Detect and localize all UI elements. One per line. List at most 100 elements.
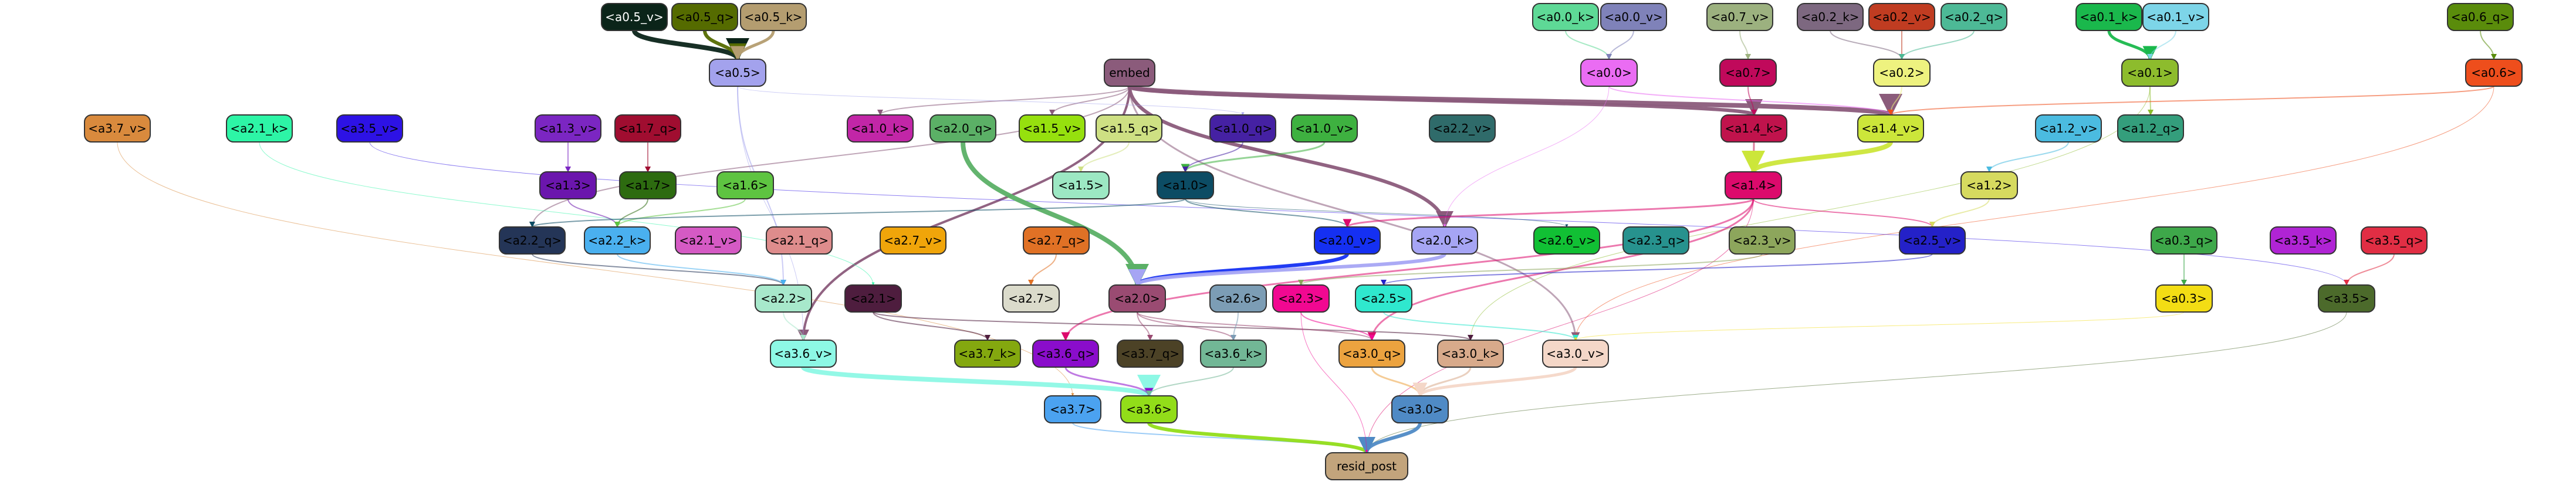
node-a1-0[interactable]: <a1.0> <box>1157 171 1214 199</box>
node-label: <a1.0_v> <box>1295 121 1353 135</box>
node-a1-5[interactable]: <a1.5> <box>1052 171 1110 199</box>
edge-a2_3_v-to-a2_3 <box>1298 253 1763 286</box>
node-a2-2[interactable]: <a2.2> <box>755 284 812 313</box>
node-box <box>499 226 566 255</box>
node-label: <a3.0_v> <box>1546 347 1604 361</box>
node-a2-5-v[interactable]: <a2.5_v> <box>1899 226 1966 255</box>
node-a1-0-k[interactable]: <a1.0_k> <box>847 114 914 143</box>
node-a0-1-k[interactable]: <a0.1_k> <box>2075 3 2142 31</box>
node-a0-0-v[interactable]: <a0.0_v> <box>1600 3 1667 31</box>
node-a0-5[interactable]: <a0.5> <box>709 59 766 87</box>
node-a2-6-v[interactable]: <a2.6_v> <box>1533 226 1600 255</box>
node-label: <a2.2_v> <box>1433 121 1491 135</box>
node-a3-7-k[interactable]: <a3.7_k> <box>954 340 1021 368</box>
node-a3-0-v[interactable]: <a3.0_v> <box>1542 340 1609 368</box>
node-a2-1-v[interactable]: <a2.1_v> <box>675 226 742 255</box>
node-a2-3[interactable]: <a2.3> <box>1272 284 1330 313</box>
node-a0-5-k[interactable]: <a0.5_k> <box>740 3 807 31</box>
node-a2-0-q[interactable]: <a2.0_q> <box>929 114 996 143</box>
node-a0-2[interactable]: <a0.2> <box>1873 59 1931 87</box>
node-a3-5-v[interactable]: <a3.5_v> <box>336 114 403 143</box>
node-a1-2-v[interactable]: <a1.2_v> <box>2035 114 2102 143</box>
node-a1-2[interactable]: <a1.2> <box>1960 171 2018 199</box>
node-a2-2-v[interactable]: <a2.2_v> <box>1429 114 1496 143</box>
node-a0-1[interactable]: <a0.1> <box>2121 59 2179 87</box>
node-a3-6-q[interactable]: <a3.6_q> <box>1032 340 1099 368</box>
node-label: resid_post <box>1337 459 1397 473</box>
node-a3-7-q[interactable]: <a3.7_q> <box>1117 340 1184 368</box>
node-a2-7[interactable]: <a2.7> <box>1002 284 1060 313</box>
node-label: <a1.0_q> <box>1213 121 1272 135</box>
node-a1-3-v[interactable]: <a1.3_v> <box>535 114 601 143</box>
node-a0-5-q[interactable]: <a0.5_q> <box>671 3 738 31</box>
node-label: <a1.3> <box>545 178 591 192</box>
node-a0-6-q[interactable]: <a0.6_q> <box>2447 3 2514 31</box>
node-a0-2-v[interactable]: <a0.2_v> <box>1868 3 1935 31</box>
node-a0-3[interactable]: <a0.3> <box>2155 284 2213 313</box>
node-label: <a3.7_q> <box>1121 347 1179 361</box>
node-a1-4-k[interactable]: <a1.4_k> <box>1720 114 1787 143</box>
node-a2-5[interactable]: <a2.5> <box>1355 284 1412 313</box>
edge-a1_2-to-a2_5_v <box>1929 198 1990 228</box>
node-a1-0-q[interactable]: <a1.0_q> <box>1209 114 1276 143</box>
node-a2-3-v[interactable]: <a2.3_v> <box>1729 226 1796 255</box>
edge-a3_5-to-resid_post <box>1365 311 2347 453</box>
node-a3-0-q[interactable]: <a3.0_q> <box>1338 340 1405 368</box>
edge-a1_4-to-a3_6_q <box>1061 198 1754 341</box>
node-a0-0-k[interactable]: <a0.0_k> <box>1532 3 1599 31</box>
node-a2-0-k[interactable]: <a2.0_k> <box>1411 226 1478 255</box>
node-a1-7[interactable]: <a1.7> <box>619 171 677 199</box>
node-resid-post[interactable]: resid_post <box>1325 452 1408 480</box>
node-a1-0-v[interactable]: <a1.0_v> <box>1291 114 1358 143</box>
node-box <box>2270 226 2337 255</box>
node-a2-2-k[interactable]: <a2.2_k> <box>584 226 651 255</box>
edge-a1_3-to-a2_2_k <box>567 198 620 228</box>
edge-a0_0_v-to-a0_0 <box>1606 30 1634 60</box>
node-a1-4[interactable]: <a1.4> <box>1725 171 1782 199</box>
node-a0-3-q[interactable]: <a0.3_q> <box>2151 226 2217 255</box>
edge-a3_0-to-resid_post <box>1358 422 1422 455</box>
node-a2-1-q[interactable]: <a2.1_q> <box>766 226 833 255</box>
node-a2-2-q[interactable]: <a2.2_q> <box>499 226 566 255</box>
node-a3-0-k[interactable]: <a3.0_k> <box>1437 340 1504 368</box>
node-a3-5-q[interactable]: <a3.5_q> <box>2361 226 2428 255</box>
node-a0-0[interactable]: <a0.0> <box>1580 59 1638 87</box>
node-a0-7[interactable]: <a0.7> <box>1719 59 1777 87</box>
node-a1-6[interactable]: <a1.6> <box>716 171 774 199</box>
node-a2-3-q[interactable]: <a2.3_q> <box>1622 226 1689 255</box>
node-a1-3[interactable]: <a1.3> <box>539 171 597 199</box>
node-a1-2-q[interactable]: <a1.2_q> <box>2117 114 2184 143</box>
node-a2-6[interactable]: <a2.6> <box>1209 284 1267 313</box>
node-a3-7[interactable]: <a3.7> <box>1044 395 1101 423</box>
node-a2-7-v[interactable]: <a2.7_v> <box>880 226 946 255</box>
node-a2-1[interactable]: <a2.1> <box>844 284 902 313</box>
node-a1-5-q[interactable]: <a1.5_q> <box>1096 114 1162 143</box>
node-a2-0-v[interactable]: <a2.0_v> <box>1314 226 1381 255</box>
node-a1-7-q[interactable]: <a1.7_q> <box>614 114 681 143</box>
node-a3-6-v[interactable]: <a3.6_v> <box>770 340 837 368</box>
node-a0-6[interactable]: <a0.6> <box>2465 59 2523 87</box>
node-a0-1-v[interactable]: <a0.1_v> <box>2142 3 2209 31</box>
node-a1-5-v[interactable]: <a1.5_v> <box>1019 114 1086 143</box>
node-a3-6-k[interactable]: <a3.6_k> <box>1200 340 1267 368</box>
node-a3-5-k[interactable]: <a3.5_k> <box>2270 226 2337 255</box>
node-a1-4-v[interactable]: <a1.4_v> <box>1857 114 1924 143</box>
node-label: <a0.5_q> <box>675 10 734 24</box>
node-a3-0[interactable]: <a3.0> <box>1391 395 1449 423</box>
node-a0-2-q[interactable]: <a0.2_q> <box>1941 3 2007 31</box>
node-a0-7-v[interactable]: <a0.7_v> <box>1706 3 1773 31</box>
edge-a0_6-to-a3_0_v <box>1574 86 2494 341</box>
node-a0-5-v[interactable]: <a0.5_v> <box>601 3 668 31</box>
node-a3-6[interactable]: <a3.6> <box>1120 395 1178 423</box>
node-a3-5[interactable]: <a3.5> <box>2318 284 2375 313</box>
node-box <box>1429 114 1496 143</box>
node-label: <a3.6> <box>1126 402 1172 416</box>
node-a2-7-q[interactable]: <a2.7_q> <box>1023 226 1090 255</box>
node-a2-1-k[interactable]: <a2.1_k> <box>226 114 293 143</box>
node-a0-2-k[interactable]: <a0.2_k> <box>1797 3 1864 31</box>
node-embed[interactable]: embed <box>1104 59 1155 87</box>
node-box <box>1729 226 1796 255</box>
edge-a2_2_k-to-a2_2 <box>617 253 786 286</box>
node-a3-7-v[interactable]: <a3.7_v> <box>84 114 151 143</box>
node-a2-0[interactable]: <a2.0> <box>1108 284 1166 313</box>
